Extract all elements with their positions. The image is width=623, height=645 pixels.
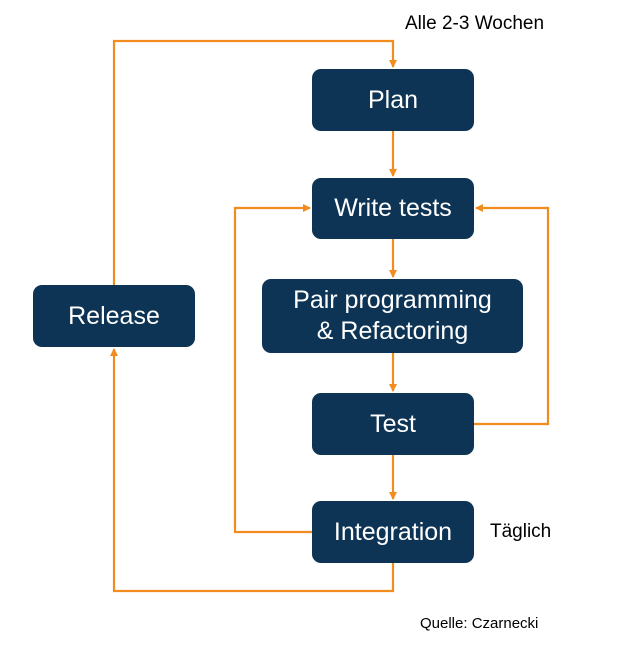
outer-cycle-label: Alle 2-3 Wochen (405, 13, 545, 34)
integration-box: Integration (312, 501, 474, 563)
test-label: Test (370, 409, 416, 438)
release-box: Release (33, 285, 195, 347)
write-tests-box: Write tests (312, 178, 474, 239)
inner-cycle-label: Täglich (490, 521, 552, 542)
test-box: Test (312, 393, 474, 455)
pair-programming-label: Pair programming (293, 286, 492, 314)
plan-box: Plan (312, 69, 474, 131)
release-label: Release (68, 301, 160, 330)
source-label: Quelle: Czarnecki (420, 615, 539, 632)
arrow-test-loop-to-write-tests (474, 204, 550, 426)
pair-programming-box: Pair programming & Refactoring (262, 279, 523, 353)
integration-label: Integration (333, 517, 453, 546)
arrow-release-to-plan (112, 39, 397, 285)
refactoring-label: & Refactoring (316, 317, 469, 345)
arrow-integration-to-release (110, 348, 395, 593)
arrow-integration-loop-to-write-tests (233, 204, 312, 534)
write-tests-label: Write tests (334, 194, 452, 222)
plan-label: Plan (367, 85, 419, 114)
